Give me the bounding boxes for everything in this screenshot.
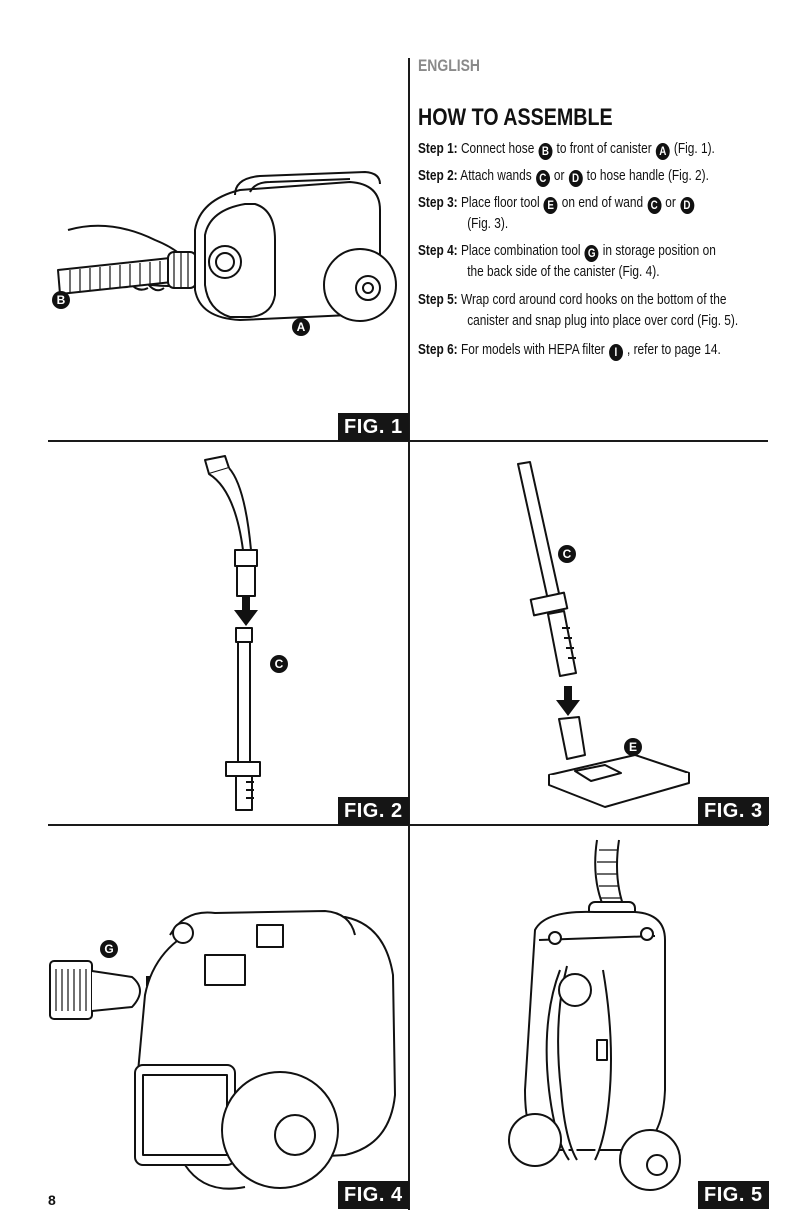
floor-tool-illustration xyxy=(545,715,695,805)
vacuum-canister-illustration xyxy=(505,840,685,1205)
step-label: Step 6: xyxy=(418,342,458,358)
wand-illustration xyxy=(510,458,590,688)
step-label: Step 5: xyxy=(418,292,458,308)
figure-label-fig3: FIG. 3 xyxy=(698,797,769,825)
step-label: Step 3: xyxy=(418,195,458,211)
callout-badge: C xyxy=(536,170,550,187)
callout-badge: B xyxy=(538,143,552,160)
figure-label-fig2: FIG. 2 xyxy=(338,797,409,825)
step-label: Step 1: xyxy=(418,141,458,157)
callout-C-fig3: C xyxy=(558,545,576,563)
callout-C-fig2: C xyxy=(270,655,288,673)
step-1: Step 1: Connect hose B to front of canis… xyxy=(418,139,762,160)
callout-E-fig3: E xyxy=(624,738,642,756)
figure-label-fig4: FIG. 4 xyxy=(338,1181,409,1209)
step-2: Step 2: Attach wands C or D to hose hand… xyxy=(418,166,762,187)
callout-B-fig1: B xyxy=(52,291,70,309)
callout-badge: A xyxy=(656,143,670,160)
callout-A-fig1: A xyxy=(292,318,310,336)
page-heading: HOW TO ASSEMBLE xyxy=(418,104,613,132)
arrow-down-icon xyxy=(556,686,580,716)
vacuum-canister-illustration xyxy=(50,170,405,340)
callout-badge: D xyxy=(569,170,583,187)
callout-badge: E xyxy=(544,197,558,214)
step-label: Step 2: xyxy=(418,168,458,184)
figure-label-fig1: FIG. 1 xyxy=(338,413,409,441)
vacuum-canister-illustration xyxy=(125,905,405,1200)
callout-badge: G xyxy=(585,245,599,262)
step-5: Step 5: Wrap cord around cord hooks on t… xyxy=(418,290,762,332)
step-label: Step 4: xyxy=(418,243,458,259)
figure-label-fig5: FIG. 5 xyxy=(698,1181,769,1209)
step-4: Step 4: Place combination tool G in stor… xyxy=(418,241,762,283)
callout-badge: C xyxy=(647,197,661,214)
language-label: ENGLISH xyxy=(418,56,480,76)
step-6: Step 6: For models with HEPA filter I , … xyxy=(418,340,762,361)
step-3: Step 3: Place floor tool E on end of wan… xyxy=(418,193,762,235)
callout-badge: I xyxy=(609,344,623,361)
callout-badge: D xyxy=(680,197,694,214)
wand-illustration xyxy=(220,626,270,816)
page-number: 8 xyxy=(48,1192,56,1208)
callout-G-fig4: G xyxy=(100,940,118,958)
arrow-down-icon xyxy=(234,596,258,626)
vertical-divider xyxy=(408,58,410,1210)
